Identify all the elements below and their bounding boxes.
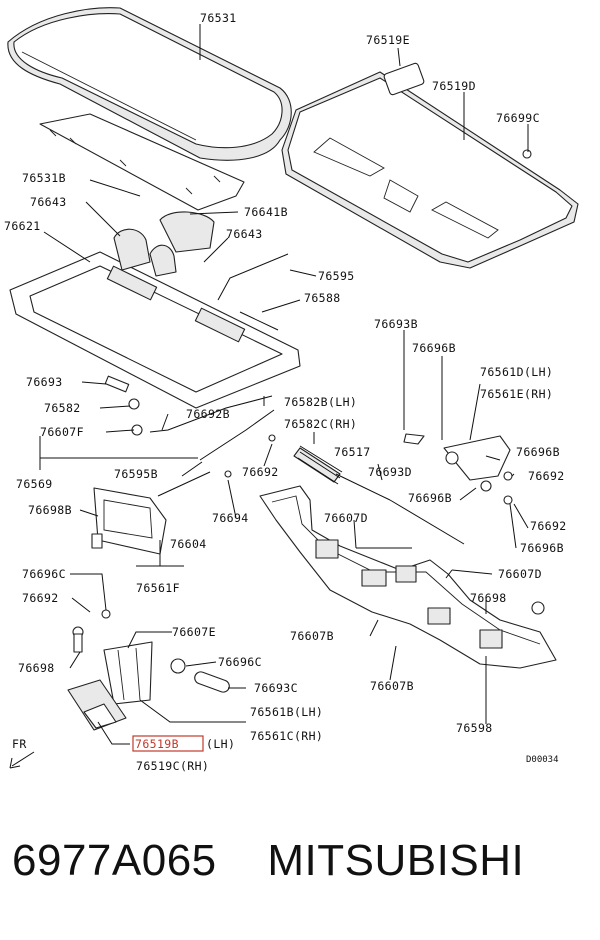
- small-parts-illustration: [91, 253, 513, 555]
- label-76696B-d: 76696B: [520, 541, 564, 555]
- label-76598: 76598: [456, 721, 493, 735]
- label-76595B: 76595B: [114, 467, 158, 481]
- front-direction-label: FR: [12, 737, 27, 751]
- lower-frame-illustration: [259, 485, 557, 669]
- label-76698B: 76698B: [28, 503, 72, 517]
- label-76692-c: 76692: [530, 519, 567, 533]
- label-76595: 76595: [318, 269, 355, 283]
- label-76531B: 76531B: [22, 171, 66, 185]
- label-76607E: 76607E: [172, 625, 216, 639]
- label-76693: 76693: [26, 375, 63, 389]
- label-76582: 76582: [44, 401, 81, 415]
- label-76519B-side: (LH): [206, 737, 235, 751]
- label-76643-b: 76643: [226, 227, 263, 241]
- label-76692-b: 76692: [242, 465, 279, 479]
- label-76692-a: 76692: [528, 469, 565, 483]
- label-76561E: 76561E(RH): [480, 387, 553, 401]
- label-76696B-b: 76696B: [516, 445, 560, 459]
- seat-cushion-illustration: [7, 7, 292, 211]
- part-number: 6977A065: [12, 836, 217, 885]
- label-76607D-b: 76607D: [498, 567, 542, 581]
- label-76582C: 76582C(RH): [284, 417, 357, 431]
- label-76588: 76588: [304, 291, 341, 305]
- hinge-parts-illustration: [67, 609, 230, 731]
- label-76693B: 76693B: [374, 317, 418, 331]
- brand-name: MITSUBISHI: [267, 836, 525, 885]
- label-76696B-c: 76696B: [408, 491, 452, 505]
- part-footer: 6977A065 MITSUBISHI: [12, 836, 588, 906]
- label-76561D: 76561D(LH): [480, 365, 553, 379]
- label-76561B: 76561B(LH): [250, 705, 323, 719]
- label-76582B: 76582B(LH): [284, 395, 357, 409]
- label-76569: 76569: [16, 477, 53, 491]
- label-76607B-a: 76607B: [290, 629, 334, 643]
- label-76517: 76517: [334, 445, 371, 459]
- label-76692B-a: 76692B: [186, 407, 230, 421]
- label-76693C: 76693C: [254, 681, 298, 695]
- label-76698-a: 76698: [470, 591, 507, 605]
- seat-back-panel-illustration: [281, 62, 579, 269]
- label-76519C: 76519C(RH): [136, 759, 209, 773]
- label-76607B-b: 76607B: [370, 679, 414, 693]
- label-76692-d: 76692: [22, 591, 59, 605]
- label-76641B: 76641B: [244, 205, 288, 219]
- label-76531: 76531: [200, 11, 237, 25]
- label-76694: 76694: [212, 511, 249, 525]
- label-76698-b: 76698: [18, 661, 55, 675]
- label-76621: 76621: [4, 219, 41, 233]
- leader-lines: [9, 24, 529, 769]
- label-76607F: 76607F: [40, 425, 84, 439]
- label-76561F: 76561F: [136, 581, 180, 595]
- label-76561C: 76561C(RH): [250, 729, 323, 743]
- label-76696C-b: 76696C: [218, 655, 262, 669]
- label-76696B-a: 76696B: [412, 341, 456, 355]
- label-76643-a: 76643: [30, 195, 67, 209]
- label-76696C-a: 76696C: [22, 567, 66, 581]
- label-76699C: 76699C: [496, 111, 540, 125]
- exploded-parts-diagram: 76531 76519E 76519D 76699C 76531B 76643 …: [4, 7, 579, 773]
- seat-frame-illustration: [9, 211, 301, 409]
- label-76519B-highlighted: 76519B: [135, 737, 179, 751]
- label-76693D: 76693D: [368, 465, 412, 479]
- label-76607D-a: 76607D: [324, 511, 368, 525]
- part-labels: 76531 76519E 76519D 76699C 76531B 76643 …: [4, 11, 567, 773]
- label-76604: 76604: [170, 537, 207, 551]
- label-76519E: 76519E: [366, 33, 410, 47]
- highlight-box-76519B: [132, 735, 204, 752]
- label-76519D: 76519D: [432, 79, 476, 93]
- diagram-code: D00034: [526, 755, 559, 765]
